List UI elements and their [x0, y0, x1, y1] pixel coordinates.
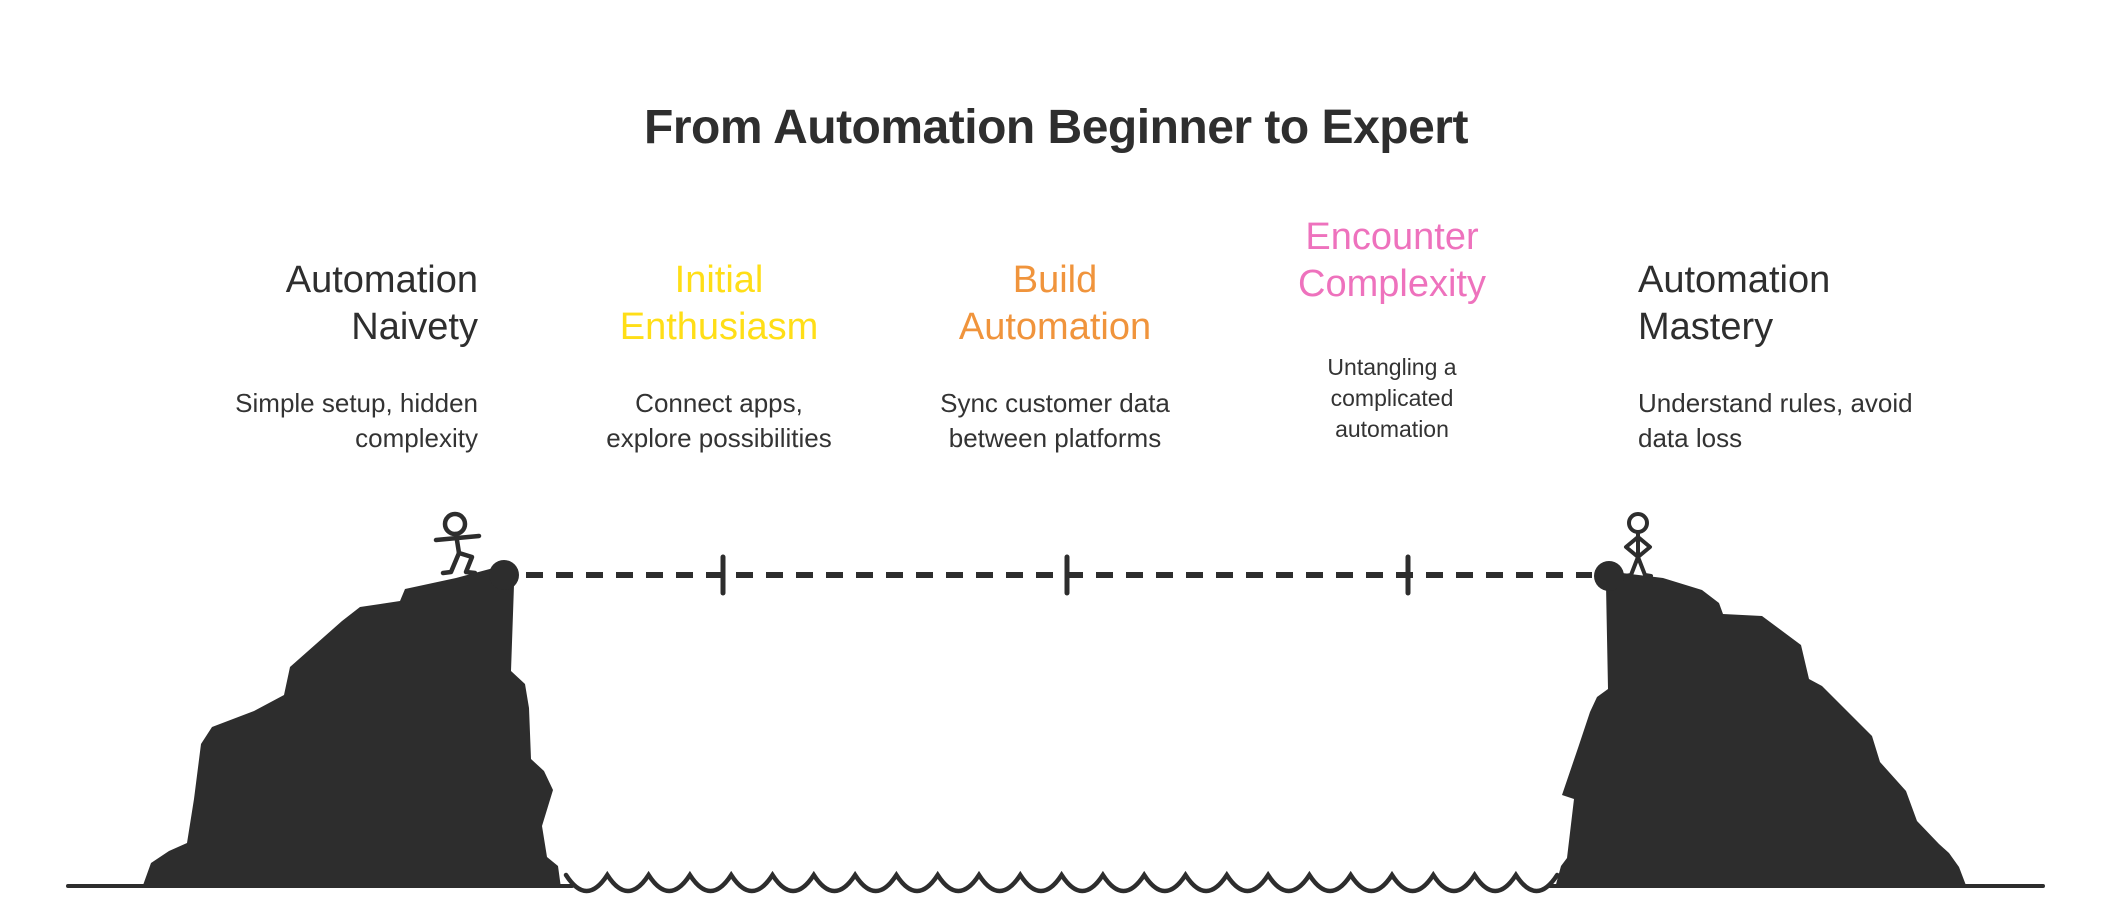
- stage-desc-line: complicated: [1330, 385, 1454, 411]
- stage-title-line: Automation: [285, 259, 478, 301]
- page-title: From Automation Beginner to Expert: [644, 101, 1468, 154]
- stick-figure-standing-icon: [1623, 512, 1653, 578]
- stick-figure-walking-icon: [433, 511, 482, 576]
- stage-desc-line: Connect apps,: [635, 388, 803, 418]
- stage-title: Automation Naivety: [235, 257, 478, 351]
- rope-anchor-dot: [489, 560, 519, 590]
- stage-title-line: Encounter: [1305, 216, 1479, 258]
- stage-description: Connect apps, explore possibilities: [606, 386, 831, 456]
- stage-desc-line: complexity: [355, 423, 478, 453]
- stage-desc-line: explore possibilities: [606, 423, 832, 453]
- stage-description: Understand rules, avoid data loss: [1638, 386, 1913, 456]
- stage-title-line: Complexity: [1298, 263, 1486, 305]
- stage-title-line: Automation: [1638, 259, 1831, 301]
- stage-initial-enthusiasm: Initial Enthusiasm Connect apps, explore…: [606, 257, 831, 456]
- stage-build-automation: Build Automation Sync customer data betw…: [940, 257, 1170, 456]
- stage-desc-line: Simple setup, hidden: [235, 388, 478, 418]
- stage-title-line: Build: [1012, 259, 1098, 301]
- stage-title: Initial Enthusiasm: [606, 257, 831, 351]
- stage-automation-mastery: Automation Mastery Understand rules, avo…: [1638, 257, 1913, 456]
- stage-description: Simple setup, hidden complexity: [235, 386, 478, 456]
- stage-title: Encounter Complexity: [1298, 214, 1486, 308]
- stage-encounter-complexity: Encounter Complexity Untangling a compli…: [1298, 214, 1486, 445]
- stage-title-line: Automation: [958, 306, 1152, 348]
- stage-desc-line: Sync customer data: [940, 388, 1170, 418]
- stage-automation-naivety: Automation Naivety Simple setup, hidden …: [235, 257, 478, 456]
- stage-title: Automation Mastery: [1638, 257, 1913, 351]
- cliff-left-silhouette: [142, 566, 561, 888]
- stage-desc-line: Untangling a: [1327, 354, 1457, 380]
- water-wave-line: [563, 870, 1560, 894]
- stage-desc-line: data loss: [1638, 423, 1743, 453]
- stage-title-line: Naivety: [351, 306, 478, 348]
- stage-title-line: Initial: [674, 259, 764, 301]
- stage-description: Sync customer data between platforms: [940, 386, 1170, 456]
- stage-desc-line: between platforms: [948, 423, 1162, 453]
- stage-title: Build Automation: [940, 257, 1170, 351]
- rope-anchor-dot: [1594, 561, 1624, 591]
- stage-description: Untangling a complicated automation: [1298, 352, 1486, 445]
- stage-title-line: Mastery: [1638, 306, 1774, 348]
- stage-desc-line: Understand rules, avoid: [1638, 388, 1913, 418]
- stage-desc-line: automation: [1335, 416, 1449, 442]
- stage-title-line: Enthusiasm: [619, 306, 819, 348]
- cliff-right-silhouette: [1555, 573, 1967, 888]
